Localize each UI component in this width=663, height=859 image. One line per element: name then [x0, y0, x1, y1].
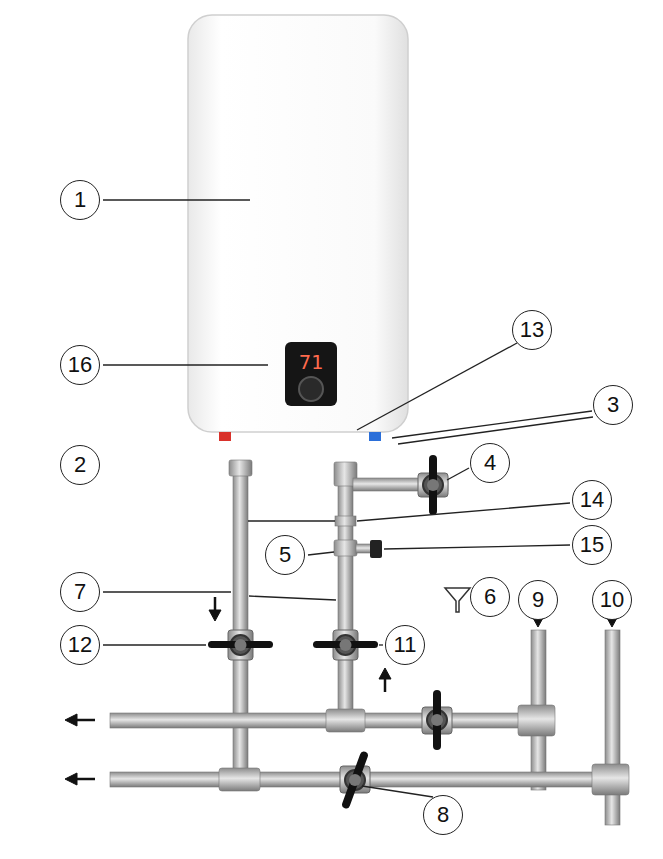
callout-text: 3 [607, 394, 619, 416]
callout-number: 8 [423, 795, 463, 835]
callout-number: 12 [60, 625, 100, 665]
valve-4 [418, 455, 448, 515]
valve-8 [340, 750, 370, 809]
callout-text: 7 [74, 581, 86, 603]
cold-inlet [369, 432, 381, 441]
callout-text: 8 [437, 804, 449, 826]
callout-number: 7 [60, 572, 100, 612]
callout-text: 4 [484, 452, 496, 474]
hot-outlet [219, 432, 231, 441]
callout-number: 1 [60, 180, 100, 220]
callout-text: 1 [74, 189, 86, 211]
callout-text: 2 [74, 454, 86, 476]
valve-mixing [422, 690, 452, 750]
heater-tank [188, 15, 408, 441]
valve-11 [313, 630, 378, 660]
callout-text: 13 [520, 319, 544, 341]
callout-number: 6 [470, 577, 510, 617]
callout-number: 10 [592, 580, 632, 620]
callout-text: 9 [532, 589, 544, 611]
flow-arrows [65, 597, 618, 785]
callout-number: 14 [572, 480, 612, 520]
callout-text: 10 [600, 589, 624, 611]
control-knob [299, 377, 323, 401]
callout-text: 16 [68, 354, 92, 376]
display-panel [285, 342, 337, 406]
display-reading: 71 [299, 352, 323, 372]
callout-number: 13 [512, 310, 552, 350]
callout-number: 15 [572, 525, 612, 565]
drain-funnel [445, 588, 470, 612]
callout-number: 2 [60, 445, 100, 485]
pipework [110, 460, 629, 825]
leader-lines [103, 200, 593, 797]
callout-text: 11 [394, 634, 417, 656]
valve-12 [208, 630, 273, 660]
callout-number: 3 [593, 385, 633, 425]
valves [208, 455, 452, 810]
callout-text: 12 [68, 634, 92, 656]
callout-text: 5 [279, 544, 291, 566]
callout-number: 5 [265, 535, 305, 575]
callout-number: 9 [518, 580, 558, 620]
callout-number: 16 [60, 345, 100, 385]
callout-text: 6 [484, 586, 496, 608]
callout-number: 11 [385, 625, 425, 665]
callout-number: 4 [470, 443, 510, 483]
callout-text: 15 [580, 534, 604, 556]
callout-text: 14 [580, 489, 604, 511]
